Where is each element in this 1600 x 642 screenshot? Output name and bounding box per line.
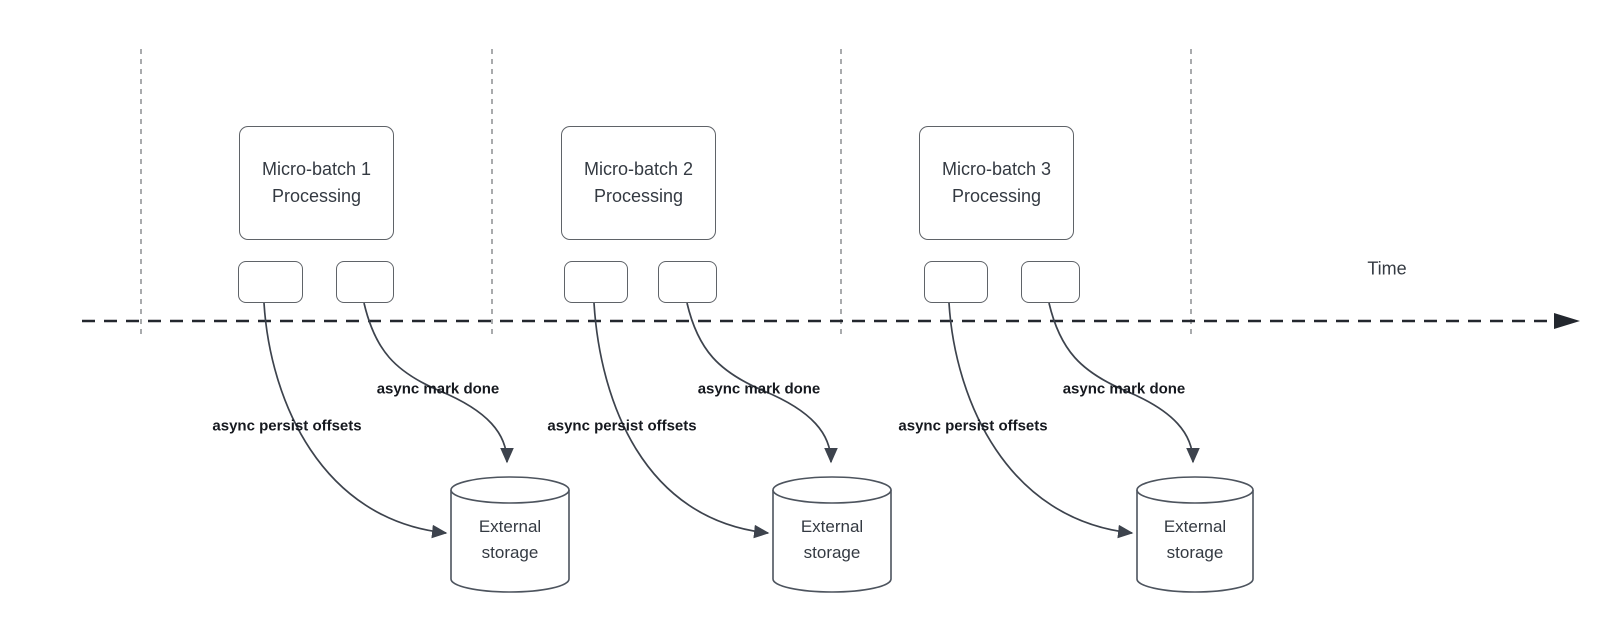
batch-1-task-chip-right xyxy=(336,261,394,303)
cylinder-body xyxy=(772,490,892,593)
persist-offsets-arrow-1 xyxy=(263,302,448,539)
batch-2-task-chip-left xyxy=(564,261,628,303)
persist-offsets-arrow-2 xyxy=(593,302,770,539)
persist-offsets-label-2: async persist offsets xyxy=(547,417,697,435)
cylinder-top xyxy=(772,476,892,504)
persist-offsets-label-1: async persist offsets xyxy=(212,417,362,435)
mark-done-arrow-2 xyxy=(686,302,838,464)
external-storage-label-3: External storage xyxy=(1137,505,1253,575)
batch-3-task-chip-right xyxy=(1021,261,1080,303)
micro-batch-2-title-line1: Micro-batch 2 xyxy=(583,159,694,179)
storage-label-line2: storage xyxy=(1166,543,1224,562)
micro-batch-2-title-line2: Processing xyxy=(593,186,684,206)
micro-batch-1-title-line2: Processing xyxy=(271,186,362,206)
persist-offsets-label-3: async persist offsets xyxy=(898,417,1048,435)
cylinder-body xyxy=(450,490,570,593)
cylinder-body xyxy=(1136,490,1254,593)
mark-done-arrow-3 xyxy=(1048,302,1200,464)
micro-batch-3-title-line1: Micro-batch 3 xyxy=(941,159,1052,179)
cylinder-top xyxy=(1136,476,1254,504)
storage-cylinder-1 xyxy=(450,476,570,593)
batch-3-task-chip-left xyxy=(924,261,988,303)
micro-batch-3-title-line2: Processing xyxy=(951,186,1042,206)
persist-offsets-arrow-3 xyxy=(948,302,1134,539)
storage-label-line2: storage xyxy=(803,543,861,562)
micro-batch-1-title-line1: Micro-batch 1 xyxy=(261,159,372,179)
mark-done-arrow-1 xyxy=(363,302,514,464)
micro-batch-3-box: Micro-batch 3 Processing xyxy=(919,126,1074,240)
batch-2-task-chip-right xyxy=(658,261,717,303)
storage-cylinder-3 xyxy=(1136,476,1254,593)
time-axis-arrowhead xyxy=(1554,313,1580,329)
mark-done-label-1: async mark done xyxy=(376,380,500,398)
storage-cylinder-2 xyxy=(772,476,892,593)
cylinder-top xyxy=(450,476,570,504)
storage-label-line1: External xyxy=(478,517,542,536)
external-storage-label-1: External storage xyxy=(451,505,569,575)
batch-1-task-chip-left xyxy=(238,261,303,303)
mark-done-label-3: async mark done xyxy=(1062,380,1186,398)
storage-label-line1: External xyxy=(1163,517,1227,536)
micro-batch-1-box: Micro-batch 1 Processing xyxy=(239,126,394,240)
time-axis-label: Time xyxy=(1367,258,1407,279)
external-storage-label-2: External storage xyxy=(773,505,891,575)
mark-done-label-2: async mark done xyxy=(697,380,821,398)
storage-label-line2: storage xyxy=(481,543,539,562)
storage-label-line1: External xyxy=(800,517,864,536)
micro-batch-2-box: Micro-batch 2 Processing xyxy=(561,126,716,240)
